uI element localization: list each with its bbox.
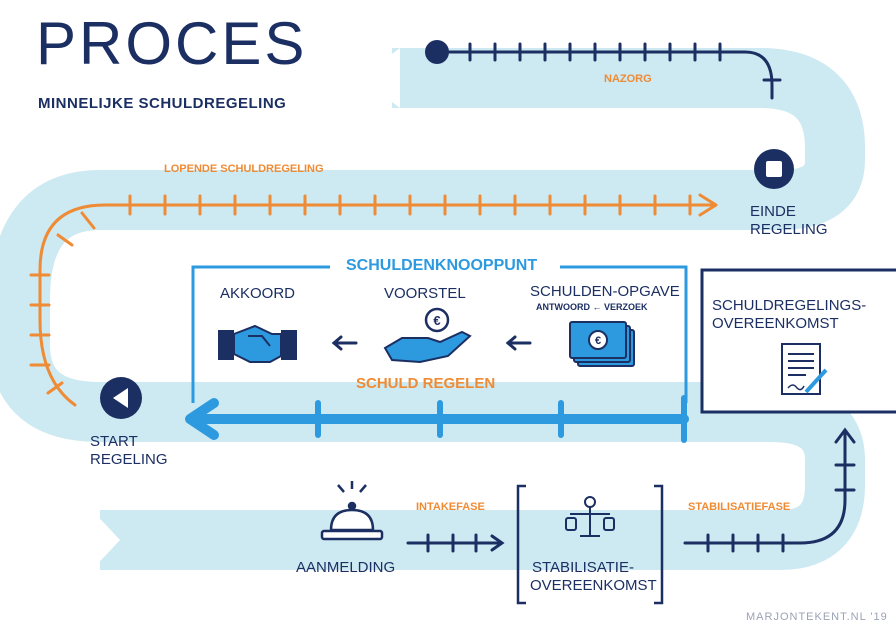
start-label-1: START xyxy=(90,433,138,450)
schuld-regelen-label: SCHULD REGELEN xyxy=(356,375,496,392)
akkoord-label: AKKOORD xyxy=(220,285,296,302)
big-blue-arrow xyxy=(185,395,689,443)
stabilisatiefase-track xyxy=(683,427,856,553)
knooppunt-title: SCHULDENKNOOPPUNT xyxy=(342,258,542,274)
start-marker xyxy=(100,377,142,419)
overeenkomst-label-2: OVEREENKOMST xyxy=(712,315,839,332)
page-title: PROCES xyxy=(36,10,308,77)
knooppunt-frame xyxy=(191,265,688,403)
lopende-track xyxy=(29,193,718,407)
credit-text: MARJONTEKENT.NL '19 xyxy=(746,611,888,623)
stabilisatiefase-label: STABILISATIEFASE xyxy=(688,501,791,513)
service-bell-icon xyxy=(320,481,384,541)
intakefase-track xyxy=(406,533,505,553)
einde-label-2: REGELING xyxy=(750,221,828,238)
intakefase-label: INTAKEFASE xyxy=(416,501,485,513)
lopende-label: LOPENDE SCHULDREGELING xyxy=(164,163,324,175)
svg-text:€: € xyxy=(595,335,601,347)
page-subtitle: MINNELIJKE SCHULDREGELING xyxy=(38,95,287,112)
nazorg-label: NAZORG xyxy=(604,73,652,85)
aanmelding-label: AANMELDING xyxy=(296,559,396,576)
stabilisatie-label-2: OVEREENKOMST xyxy=(530,577,657,594)
route-band xyxy=(0,48,865,570)
small-arrows xyxy=(331,335,532,351)
start-label-2: REGELING xyxy=(90,451,168,468)
hand-coin-icon: € xyxy=(383,307,472,364)
voorstel-label: VOORSTEL xyxy=(384,285,466,302)
einde-label-1: EINDE xyxy=(750,203,796,220)
document-pen-icon xyxy=(781,343,828,395)
einde-marker xyxy=(754,149,794,189)
nazorg-end-dot xyxy=(425,40,449,64)
svg-text:€: € xyxy=(433,313,440,328)
band-notch-top xyxy=(360,48,400,108)
banknotes-icon: € xyxy=(569,321,635,367)
balance-scale-icon xyxy=(565,496,615,537)
overeenkomst-label-1: SCHULDREGELINGS- xyxy=(712,297,867,314)
schulden-opgave-label: SCHULDEN-OPGAVE xyxy=(530,283,680,300)
handshake-icon xyxy=(218,324,297,363)
antwoord-verzoek-label: ANTWOORD ← VERZOEK xyxy=(536,302,648,312)
nazorg-track xyxy=(438,42,782,100)
band-notch-bottom xyxy=(92,510,120,570)
stabilisatie-label-1: STABILISATIE- xyxy=(532,559,634,576)
stabilisatie-brackets xyxy=(516,484,664,605)
